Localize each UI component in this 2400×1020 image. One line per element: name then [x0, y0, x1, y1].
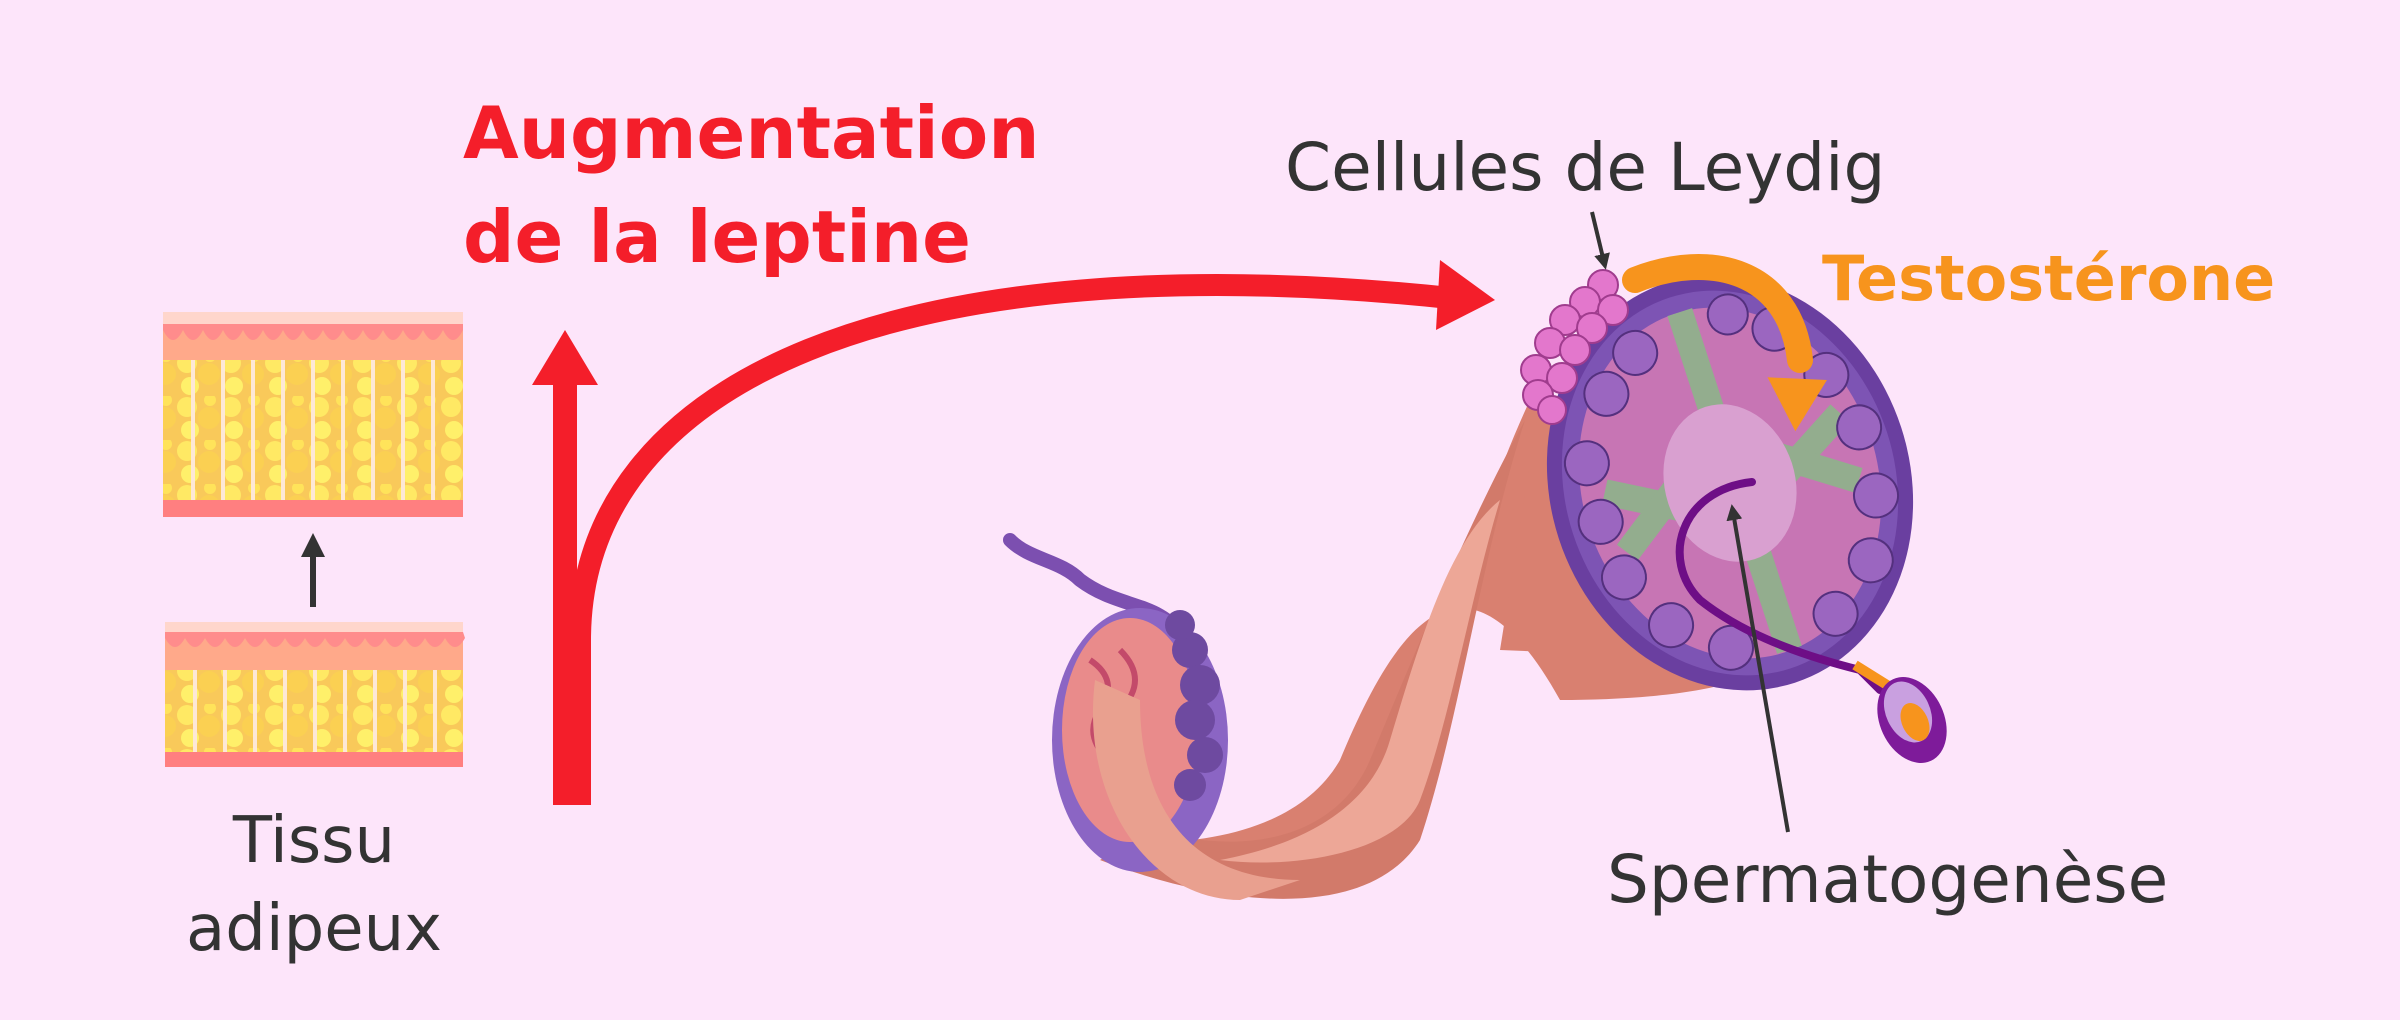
- spermatogenesis-pointer-arrow: [1726, 504, 1790, 833]
- leptin-effect-curved-arrow: [569, 260, 1495, 805]
- leydig-pointer-arrow: [1590, 211, 1610, 270]
- spermatogenesis-label: Spermatogenèse: [1607, 841, 2168, 918]
- adipose-tissue-enlarged: [163, 312, 463, 517]
- testis-illustration: [1003, 533, 1300, 900]
- adipose-tissue-normal: [165, 622, 465, 767]
- testosterone-label: Testostérone: [1822, 242, 2275, 315]
- tissue-label-line2: adipeux: [186, 892, 442, 966]
- leydig-cells-label: Cellules de Leydig: [1285, 129, 1885, 206]
- title-line1: Augmentation: [463, 91, 1039, 175]
- testosterone-curved-arrow: [1622, 254, 1827, 432]
- title-line2: de la leptine: [463, 195, 971, 279]
- leydig-cells: [1520, 269, 1629, 425]
- sperm-cell: [1675, 478, 1947, 763]
- leptin-increase-arrow: [532, 330, 598, 805]
- tissue-label-line1: Tissu: [232, 804, 395, 878]
